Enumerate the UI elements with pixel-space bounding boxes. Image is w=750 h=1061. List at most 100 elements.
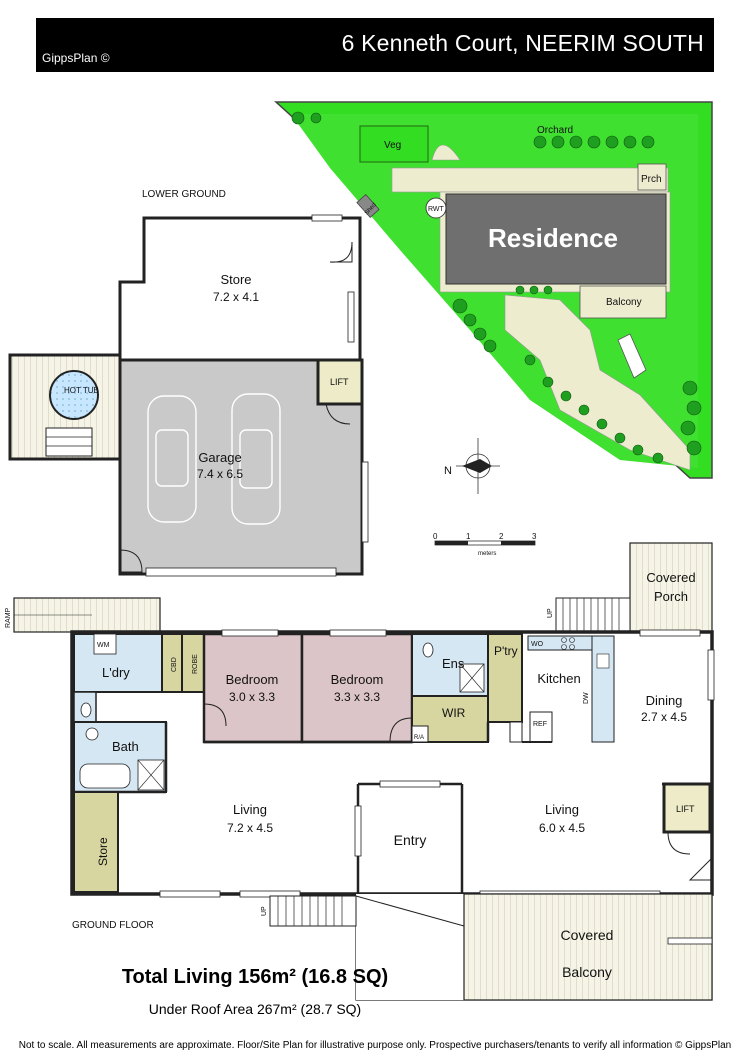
bedroom-2-name: Bedroom	[331, 672, 384, 687]
hot-tub-steps	[45, 427, 93, 457]
ra-cupboard	[411, 725, 429, 743]
lift-ground	[662, 782, 712, 834]
covered-balcony-line2: Balcony	[562, 964, 612, 980]
robe-label: ROBE	[192, 654, 199, 674]
garage-window	[361, 461, 369, 543]
covered-balcony-line1: Covered	[561, 927, 614, 943]
lift-ground-label: LIFT	[676, 804, 695, 814]
garage-name: Garage	[198, 450, 241, 465]
garage-door	[145, 567, 337, 577]
entry-label: Entry	[394, 832, 427, 848]
porch-up-label: UP	[547, 608, 554, 618]
covered-porch-line1: Covered	[646, 570, 695, 585]
header-bar: GippsPlan © 6 Kenneth Court, NEERIM SOUT…	[36, 18, 714, 72]
site-balcony	[579, 285, 667, 319]
veg-path	[431, 144, 461, 161]
garage-size: 7.4 x 6.5	[197, 467, 243, 481]
wm-label: WM	[97, 642, 110, 649]
dw-label: DW	[583, 692, 590, 704]
lift-lower-label: LIFT	[330, 377, 349, 387]
bedroom-2-window	[329, 629, 387, 637]
ground-floor-plan: GROUND FLOOR RAMP UP Covered Porch WM L'…	[5, 542, 715, 1001]
veg-label: Veg	[384, 140, 401, 151]
bath-label: Bath	[112, 739, 139, 754]
site-car	[617, 333, 647, 379]
covered-balcony	[463, 893, 713, 1001]
porch-area	[637, 163, 667, 191]
scale-tick-2: 2	[499, 532, 504, 541]
porch-label: Prch	[641, 174, 662, 185]
dining-window	[707, 649, 715, 701]
site-driveway	[504, 294, 691, 471]
ground-floor-label: GROUND FLOOR	[72, 920, 154, 931]
laundry-label: L'dry	[102, 665, 130, 680]
living-left-size: 7.2 x 4.5	[227, 821, 273, 835]
scale-unit: meters	[478, 551, 496, 557]
balcony-rail	[667, 937, 713, 945]
garage-cars	[147, 393, 281, 525]
site-balcony-label: Balcony	[606, 297, 642, 308]
site-trees	[291, 111, 702, 464]
kitchen-bench-side	[591, 635, 615, 743]
ensuite-label: Ens	[442, 656, 465, 671]
driveway-strip	[391, 167, 669, 193]
bedroom-1	[202, 632, 304, 744]
balcony-stair-treads	[277, 896, 343, 926]
store-room	[118, 216, 362, 362]
scale-tick-0: 0	[433, 532, 438, 541]
under-roof-area: Under Roof Area 267m² (28.7 SQ)	[148, 1001, 362, 1017]
balcony-steps	[269, 895, 357, 927]
lift-lower-door	[325, 403, 351, 425]
bedroom-1-name: Bedroom	[226, 672, 279, 687]
entry-side-window	[354, 805, 362, 857]
residence-block	[445, 193, 667, 285]
site-shed	[356, 193, 380, 219]
brand-label: GippsPlan ©	[42, 51, 110, 65]
veg-patch	[359, 125, 429, 163]
ramp-label: RAMP	[5, 607, 12, 628]
wir-label: WIR	[442, 706, 466, 720]
site-plan: Orchard Veg Prch RWT Shed Residence Balc…	[274, 101, 713, 479]
hot-tub-label: HOT TUB	[64, 386, 99, 395]
dining-name: Dining	[646, 693, 683, 708]
total-living-area: Total Living 156m² (16.8 SQ)	[121, 966, 389, 988]
bedroom-1-window	[221, 629, 279, 637]
store-name: Store	[220, 272, 251, 287]
wo-label: WO	[531, 641, 544, 648]
pantry	[487, 633, 523, 723]
living-store-label: Store	[96, 837, 110, 866]
lower-ground-plan: LOWER GROUND HOT TUB Store 7.2 x 4.1 LIF…	[8, 189, 369, 577]
scale-tick-3: 3	[532, 532, 537, 541]
hot-tub	[49, 370, 99, 420]
scale-bar: 0 1 2 3 meters	[433, 532, 537, 557]
garage-side-door	[119, 549, 143, 573]
living-left-window	[159, 890, 221, 898]
pantry-label: P'try	[494, 644, 518, 658]
lift-ground-door	[667, 831, 691, 855]
orchard-label: Orchard	[537, 125, 573, 136]
bedroom-2-size: 3.3 x 3.3	[334, 690, 380, 704]
store-size: 7.2 x 4.1	[213, 290, 259, 304]
ref-label: REF	[533, 721, 547, 728]
covered-porch	[629, 542, 713, 634]
store-side-window	[347, 291, 355, 343]
residence-label: Residence	[488, 223, 618, 253]
rwt-label: RWT	[428, 206, 445, 213]
store-window	[311, 214, 343, 222]
store-door	[329, 241, 353, 263]
property-address: 6 Kenneth Court, NEERIM SOUTH	[341, 30, 704, 56]
kitchen-sink	[596, 653, 610, 669]
ra-label: R/A	[414, 735, 424, 741]
kitchen-label: Kitchen	[537, 671, 580, 686]
laundry-room	[73, 633, 163, 693]
living-right-name: Living	[545, 802, 579, 817]
north-label: N	[444, 465, 452, 477]
lower-ground-label: LOWER GROUND	[142, 189, 226, 200]
porch-steps	[555, 597, 631, 633]
living-store	[73, 791, 119, 893]
living-right-size: 6.0 x 4.5	[539, 821, 585, 835]
lift-lower	[316, 358, 364, 406]
bedroom-1-size: 3.0 x 3.3	[229, 690, 275, 704]
balcony-up-label: UP	[261, 906, 268, 916]
